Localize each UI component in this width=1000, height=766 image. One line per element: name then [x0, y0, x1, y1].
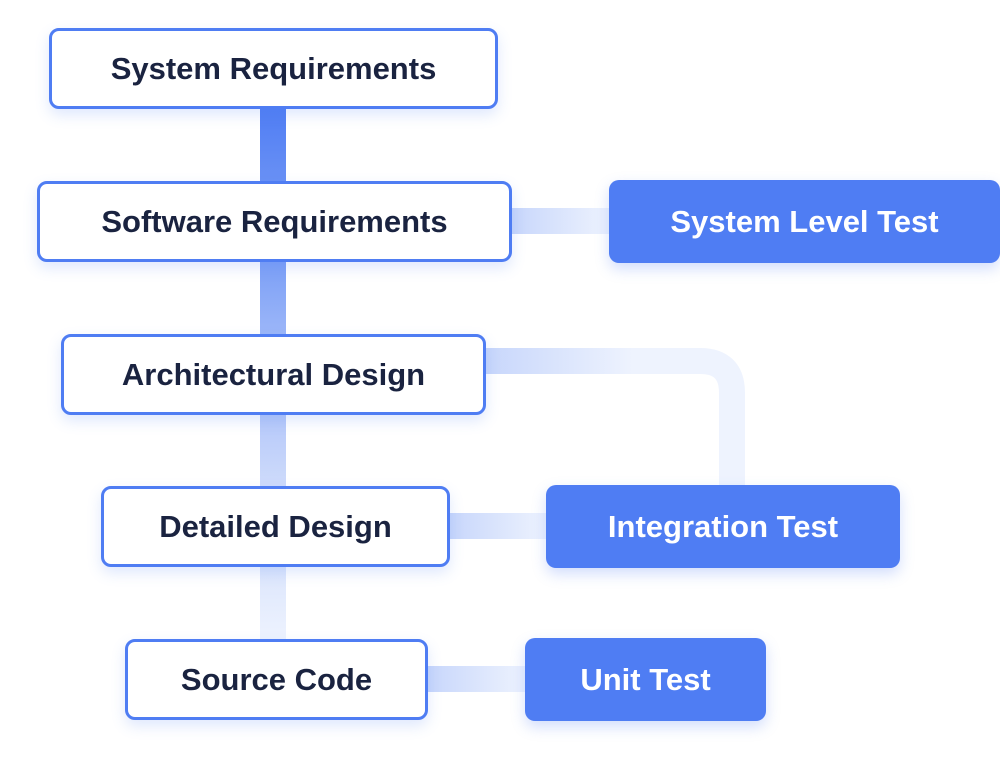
connector-arch-integration — [484, 348, 745, 487]
node-system-requirements: System Requirements — [49, 28, 498, 109]
connector-swreq-systemtest — [510, 208, 611, 234]
node-integration-test: Integration Test — [546, 485, 900, 568]
node-software-requirements: Software Requirements — [37, 181, 512, 262]
connector-source-unittest — [426, 666, 527, 692]
node-source-code: Source Code — [125, 639, 428, 720]
connector-detail-source — [260, 564, 286, 642]
connector-sysreq-swreq — [260, 106, 286, 184]
connector-arch-detail — [260, 412, 286, 489]
connector-detail-integration — [448, 513, 548, 539]
node-unit-test: Unit Test — [525, 638, 766, 721]
node-architectural-design: Architectural Design — [61, 334, 486, 415]
node-detailed-design: Detailed Design — [101, 486, 450, 567]
connector-swreq-arch — [260, 259, 286, 337]
node-system-level-test: System Level Test — [609, 180, 1000, 263]
